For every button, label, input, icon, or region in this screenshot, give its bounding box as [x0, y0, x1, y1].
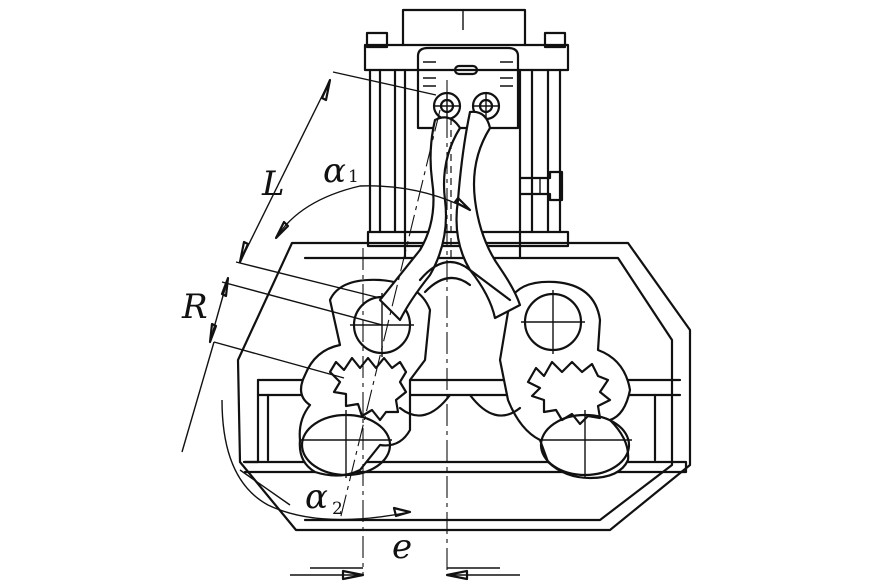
label-L: L — [261, 164, 285, 204]
top-pins — [432, 91, 501, 121]
dimension-R — [181, 276, 383, 453]
label-e: e — [392, 527, 412, 567]
label-alpha1-subscript: 1 — [348, 167, 359, 187]
actuator-head — [363, 8, 570, 260]
dimension-L — [235, 71, 437, 299]
left-jaw — [298, 278, 432, 478]
bottom-arc-right — [468, 393, 522, 417]
label-R: R — [181, 287, 208, 327]
label-alpha1: α — [323, 151, 346, 191]
bottom-arc-left — [398, 393, 452, 417]
link-arms — [378, 110, 522, 322]
angle-alpha2 — [221, 399, 412, 521]
right-jaw — [498, 280, 632, 480]
center-lines — [339, 80, 452, 575]
dimension-e — [290, 567, 520, 581]
label-alpha2-subscript: 2 — [332, 499, 343, 519]
label-alpha2: α — [305, 477, 328, 517]
angle-alpha1 — [274, 185, 472, 240]
